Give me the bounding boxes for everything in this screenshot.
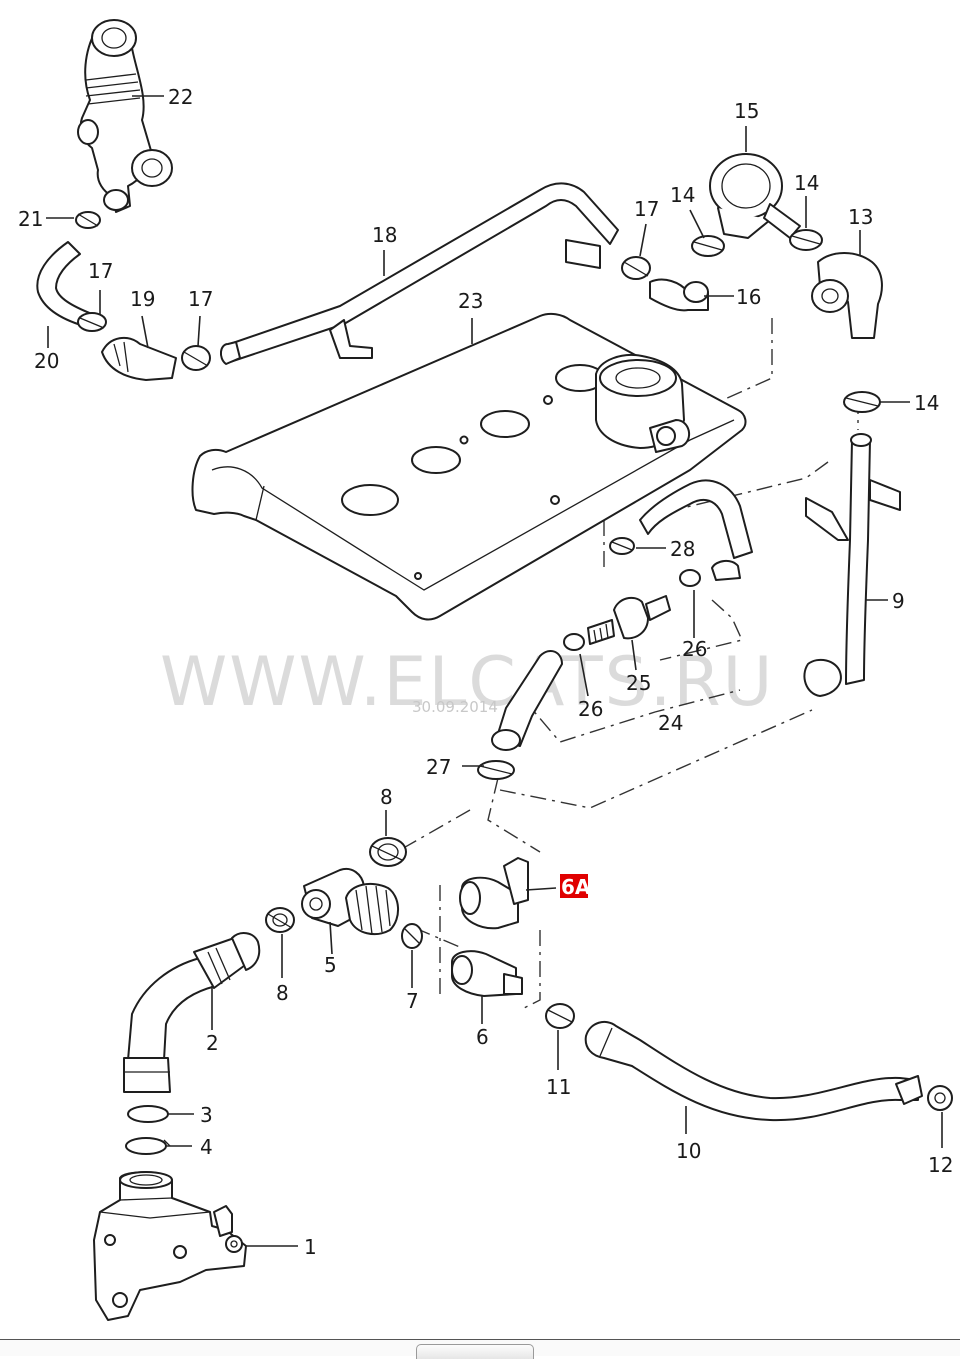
part-6a-connector <box>459 857 529 930</box>
part-17-clamp-right <box>621 256 651 280</box>
callout-26-left: 26 <box>578 697 603 721</box>
part-24-hose-lower <box>491 649 563 751</box>
callout-25: 25 <box>626 671 651 695</box>
part-3-o-ring <box>127 1105 169 1123</box>
callout-4: 4 <box>200 1135 213 1159</box>
part-8-clamp-lower <box>265 907 295 933</box>
part-23-engine-cover <box>191 312 747 621</box>
callout-8-upper: 8 <box>380 785 393 809</box>
callout-13: 13 <box>848 205 873 229</box>
part-22-intake-hose <box>77 19 173 213</box>
part-14-clamp-b <box>789 229 823 251</box>
callout-17-right: 17 <box>634 197 659 221</box>
callout-labels: 22 21 17 20 19 17 18 23 17 14 15 14 13 1… <box>18 85 953 1259</box>
callout-3: 3 <box>200 1103 213 1127</box>
part-6-connector <box>451 950 523 997</box>
part-7-clamp <box>401 923 423 949</box>
part-15-valve <box>709 153 801 239</box>
callout-6a-highlight <box>560 874 588 898</box>
callout-27: 27 <box>426 755 451 779</box>
part-21-clamp <box>75 211 101 229</box>
callout-18: 18 <box>372 223 397 247</box>
part-17-clamp-left <box>77 312 107 332</box>
callout-17-left: 17 <box>88 259 113 283</box>
callout-15: 15 <box>734 99 759 123</box>
part-28-clip <box>609 537 635 555</box>
part-19-hose <box>101 336 177 381</box>
callout-21: 21 <box>18 207 43 231</box>
nav-button[interactable] <box>416 1344 534 1359</box>
callout-7: 7 <box>406 989 419 1013</box>
part-13-elbow <box>811 252 883 339</box>
callout-20: 20 <box>34 349 59 373</box>
part-14-clamp-c <box>843 391 881 413</box>
callout-22: 22 <box>168 85 193 109</box>
callout-16: 16 <box>736 285 761 309</box>
callout-26-right: 26 <box>682 637 707 661</box>
part-14-clamp-a <box>691 235 725 257</box>
part-10-hose <box>584 1020 923 1122</box>
part-26-clamp-right <box>679 569 701 587</box>
callout-14-b: 14 <box>794 171 819 195</box>
callout-5: 5 <box>324 953 337 977</box>
part-5-tee-fitting <box>301 868 399 936</box>
callout-10: 10 <box>676 1139 701 1163</box>
callout-6a: 6A <box>561 875 591 899</box>
part-18-breather-pipe <box>220 182 619 365</box>
callout-14-a: 14 <box>670 183 695 207</box>
part-8-clamp-upper <box>369 837 407 867</box>
part-9-pipe <box>803 433 901 697</box>
part-16-elbow <box>649 278 709 312</box>
callout-24: 24 <box>658 711 683 735</box>
watermark-text: WWW.ELCATS.RU <box>160 643 774 722</box>
part-1-housing <box>93 1171 247 1321</box>
part-20-hose <box>36 241 93 327</box>
part-12-clamp <box>927 1085 953 1111</box>
callout-19: 19 <box>130 287 155 311</box>
callout-1: 1 <box>304 1235 317 1259</box>
callout-2: 2 <box>206 1031 219 1055</box>
part-24-hose <box>639 479 753 581</box>
part-4-circlip <box>125 1137 171 1155</box>
callout-14-c: 14 <box>914 391 939 415</box>
callout-8-lower: 8 <box>276 981 289 1005</box>
part-2-hose <box>123 932 261 1093</box>
callout-9: 9 <box>892 589 905 613</box>
part-26-clamp-left <box>563 633 585 651</box>
assembly-lines <box>399 318 859 1011</box>
part-17-clamp-mid <box>181 345 211 371</box>
part-25-check-valve <box>587 595 671 645</box>
callout-17-mid: 17 <box>188 287 213 311</box>
callout-23: 23 <box>458 289 483 313</box>
callout-11: 11 <box>546 1075 571 1099</box>
callout-6: 6 <box>476 1025 489 1049</box>
part-11-clamp <box>545 1003 575 1029</box>
callout-12: 12 <box>928 1153 953 1177</box>
watermark-date: 30.09.2014 <box>412 698 498 716</box>
leader-lines <box>46 95 943 1247</box>
callout-28: 28 <box>670 537 695 561</box>
part-27-clamp <box>477 760 515 780</box>
